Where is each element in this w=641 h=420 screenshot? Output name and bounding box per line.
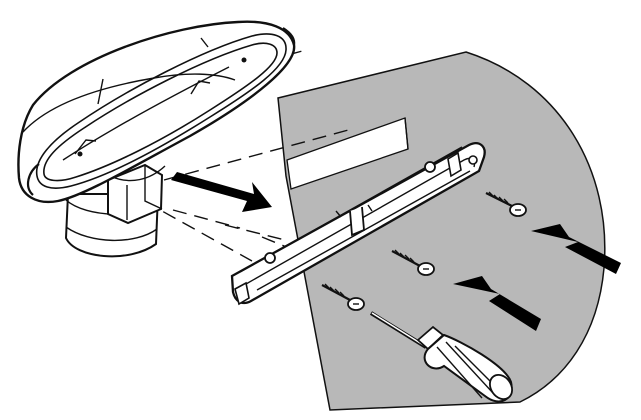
arrow-right-top	[531, 224, 621, 274]
vent-housing	[17, 20, 296, 258]
arrow-right-bottom	[453, 276, 541, 331]
screwdriver	[369, 311, 513, 403]
screw-middle	[391, 249, 435, 276]
screw-top-right	[485, 191, 527, 217]
mounting-bracket	[230, 142, 486, 306]
arrow-toward-bracket	[171, 172, 272, 212]
screw-bottom	[321, 283, 365, 311]
